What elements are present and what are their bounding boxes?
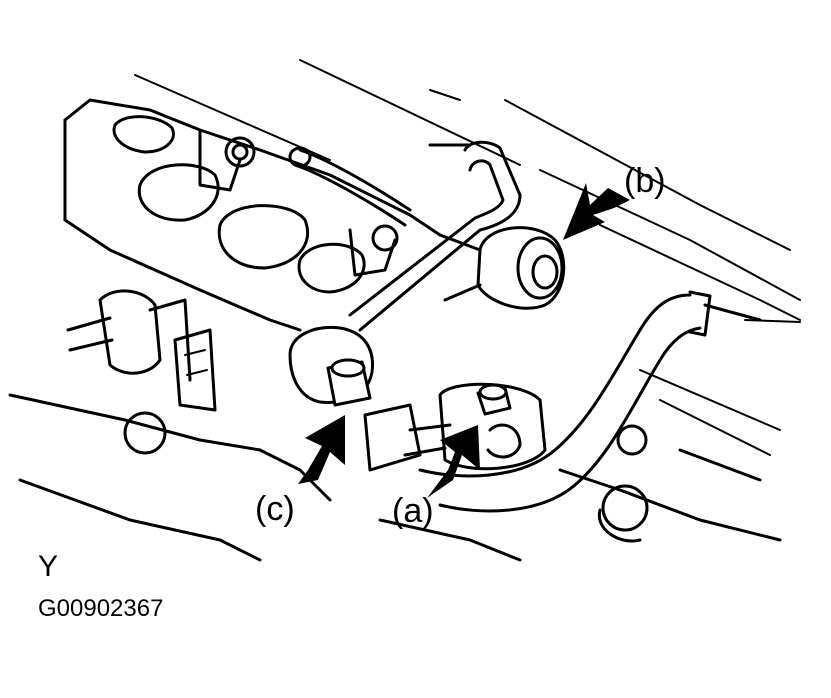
water-hose [418,290,801,513]
figure-code: G00902367 [38,595,164,622]
fitting-b [438,226,566,310]
callout-label-b: (b) [624,162,666,200]
callout-label-a: (a) [392,492,434,530]
arrow-a [427,425,480,498]
view-code: Y [38,550,59,583]
arrow-b [563,183,630,240]
left-hose-clamp [66,289,217,412]
fuel-pipe [288,146,412,227]
cylinder-head-outline [134,59,801,456]
bolt-c [288,325,375,407]
intake-manifold [63,98,442,332]
sensor-bracket [363,382,547,472]
bracket-rod [348,140,522,332]
bolt-a [476,383,512,416]
callout-label-c: (c) [255,490,295,528]
arrow-c [298,415,345,484]
engine-block-lower [8,393,782,562]
